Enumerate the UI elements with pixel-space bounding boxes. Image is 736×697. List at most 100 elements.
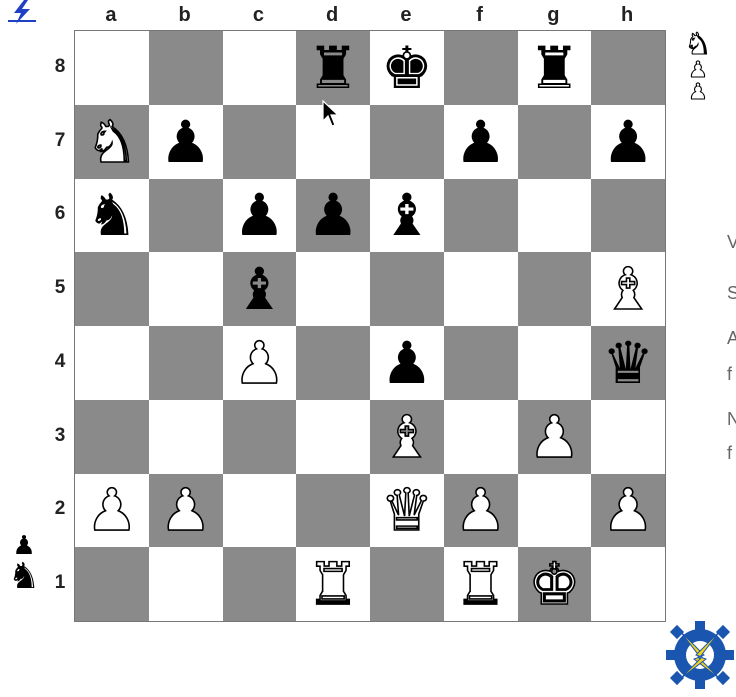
square-b4[interactable] xyxy=(149,326,223,400)
square-d5[interactable] xyxy=(296,252,370,326)
black-pawn-icon[interactable]: ♟ xyxy=(307,186,359,244)
white-pawn-icon[interactable]: ♟ xyxy=(528,408,580,466)
square-e1[interactable] xyxy=(370,547,444,621)
square-g2[interactable] xyxy=(518,474,592,548)
square-f6[interactable] xyxy=(444,179,518,253)
black-bishop-icon[interactable]: ♝ xyxy=(233,260,285,318)
black-pawn-icon[interactable]: ♟ xyxy=(602,113,654,171)
square-a6[interactable]: ♞ xyxy=(75,179,149,253)
black-queen-icon[interactable]: ♛ xyxy=(602,334,654,392)
white-rook-icon[interactable]: ♜ xyxy=(455,555,507,613)
black-king-icon[interactable]: ♚ xyxy=(381,39,433,97)
square-b3[interactable] xyxy=(149,400,223,474)
square-a2[interactable]: ♟ xyxy=(75,474,149,548)
square-e5[interactable] xyxy=(370,252,444,326)
square-d1[interactable]: ♜ xyxy=(296,547,370,621)
white-queen-icon[interactable]: ♛ xyxy=(381,481,433,539)
rank-label-5: 5 xyxy=(52,251,68,325)
square-h8[interactable] xyxy=(591,31,665,105)
square-g3[interactable]: ♟ xyxy=(518,400,592,474)
square-f5[interactable] xyxy=(444,252,518,326)
square-h4[interactable]: ♛ xyxy=(591,326,665,400)
black-rook-icon[interactable]: ♜ xyxy=(307,39,359,97)
white-pawn-icon[interactable]: ♟ xyxy=(233,334,285,392)
square-b8[interactable] xyxy=(149,31,223,105)
square-a8[interactable] xyxy=(75,31,149,105)
square-c4[interactable]: ♟ xyxy=(223,326,297,400)
white-king-icon[interactable]: ♚ xyxy=(528,555,580,613)
square-a7[interactable]: ♞ xyxy=(75,105,149,179)
side-text-fragment: N xyxy=(727,409,736,430)
black-rook-icon[interactable]: ♜ xyxy=(528,39,580,97)
white-pawn-icon[interactable]: ♟ xyxy=(455,481,507,539)
square-g8[interactable]: ♜ xyxy=(518,31,592,105)
chess-board[interactable]: ♜ ♚ ♜ ♞ ♟ ♟ ♟ ♞ ♟ ♟ ♝ ♝ ♝ ♟ ♟ ♛ ♝ ♟ ♟ ♟ ♛ ♟ ♟ ♜ ♜ ♚ xyxy=(74,30,666,622)
square-b2[interactable]: ♟ xyxy=(149,474,223,548)
white-knight-icon[interactable]: ♞ xyxy=(86,113,138,171)
square-a4[interactable] xyxy=(75,326,149,400)
square-c2[interactable] xyxy=(223,474,297,548)
square-h3[interactable] xyxy=(591,400,665,474)
square-d6[interactable]: ♟ xyxy=(296,179,370,253)
square-e4[interactable]: ♟ xyxy=(370,326,444,400)
file-label-d: d xyxy=(295,4,369,27)
square-h5[interactable]: ♝ xyxy=(591,252,665,326)
black-knight-icon[interactable]: ♞ xyxy=(86,186,138,244)
square-h7[interactable]: ♟ xyxy=(591,105,665,179)
square-d8[interactable]: ♜ xyxy=(296,31,370,105)
rank-label-2: 2 xyxy=(52,473,68,547)
square-g1[interactable]: ♚ xyxy=(518,547,592,621)
captured-black-knight-icon: ♞ xyxy=(8,559,40,595)
square-e2[interactable]: ♛ xyxy=(370,474,444,548)
square-c7[interactable] xyxy=(223,105,297,179)
square-f2[interactable]: ♟ xyxy=(444,474,518,548)
square-e3[interactable]: ♝ xyxy=(370,400,444,474)
square-g4[interactable] xyxy=(518,326,592,400)
square-b1[interactable] xyxy=(149,547,223,621)
square-b6[interactable] xyxy=(149,179,223,253)
white-pawn-icon[interactable]: ♟ xyxy=(602,481,654,539)
white-rook-icon[interactable]: ♜ xyxy=(307,555,359,613)
square-b7[interactable]: ♟ xyxy=(149,105,223,179)
square-d4[interactable] xyxy=(296,326,370,400)
square-f7[interactable]: ♟ xyxy=(444,105,518,179)
white-bishop-icon[interactable]: ♝ xyxy=(381,408,433,466)
square-c1[interactable] xyxy=(223,547,297,621)
square-c8[interactable] xyxy=(223,31,297,105)
black-pawn-icon[interactable]: ♟ xyxy=(233,186,285,244)
square-a1[interactable] xyxy=(75,547,149,621)
square-c5[interactable]: ♝ xyxy=(223,252,297,326)
white-pawn-icon[interactable]: ♟ xyxy=(86,481,138,539)
lightning-logo-icon xyxy=(6,0,38,24)
side-text-fragment: V xyxy=(727,232,736,253)
side-text-fragment: f xyxy=(727,443,736,464)
white-pawn-icon[interactable]: ♟ xyxy=(160,481,212,539)
square-e6[interactable]: ♝ xyxy=(370,179,444,253)
file-label-c: c xyxy=(222,4,296,27)
file-label-b: b xyxy=(148,4,222,27)
square-f1[interactable]: ♜ xyxy=(444,547,518,621)
square-d3[interactable] xyxy=(296,400,370,474)
black-bishop-icon[interactable]: ♝ xyxy=(381,186,433,244)
square-c3[interactable] xyxy=(223,400,297,474)
square-d2[interactable] xyxy=(296,474,370,548)
square-f8[interactable] xyxy=(444,31,518,105)
square-c6[interactable]: ♟ xyxy=(223,179,297,253)
square-a3[interactable] xyxy=(75,400,149,474)
square-e8[interactable]: ♚ xyxy=(370,31,444,105)
black-pawn-icon[interactable]: ♟ xyxy=(381,334,433,392)
square-g5[interactable] xyxy=(518,252,592,326)
square-e7[interactable] xyxy=(370,105,444,179)
square-g7[interactable] xyxy=(518,105,592,179)
black-pawn-icon[interactable]: ♟ xyxy=(455,113,507,171)
square-f4[interactable] xyxy=(444,326,518,400)
square-h6[interactable] xyxy=(591,179,665,253)
square-b5[interactable] xyxy=(149,252,223,326)
square-h2[interactable]: ♟ xyxy=(591,474,665,548)
square-a5[interactable] xyxy=(75,252,149,326)
square-g6[interactable] xyxy=(518,179,592,253)
square-h1[interactable] xyxy=(591,547,665,621)
black-pawn-icon[interactable]: ♟ xyxy=(160,113,212,171)
square-f3[interactable] xyxy=(444,400,518,474)
white-bishop-icon[interactable]: ♝ xyxy=(602,260,654,318)
